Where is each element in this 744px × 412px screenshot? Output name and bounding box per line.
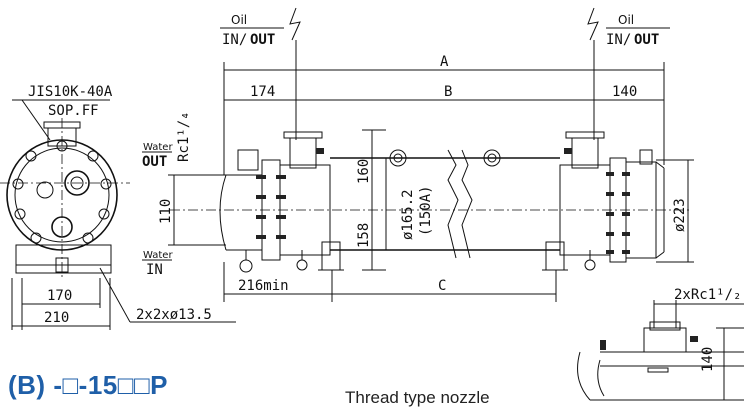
water-in-top: Water — [143, 250, 173, 261]
oil-right-top: Oil — [618, 13, 634, 27]
side-view — [170, 7, 690, 273]
dimension-lines — [168, 62, 694, 302]
dim-bolt-holes: 2x2xø13.5 — [136, 307, 212, 323]
dim-110: 110 — [158, 199, 174, 224]
water-out-top: Water — [143, 142, 173, 153]
oil-left-out: OUT — [250, 32, 275, 48]
water-out-bottom: OUT — [142, 154, 167, 170]
model-label: (B) -□-15□□P — [8, 370, 169, 400]
end-view: JIS10K-40A SOP.FF 170 210 2x2xø13.5 — [0, 84, 236, 330]
right-flange-bolts — [606, 172, 630, 254]
flange-spec-line2: SOP.FF — [48, 103, 99, 119]
nozzle-detail-view: 2xRc1¹/₂ 140 — [577, 287, 744, 401]
dim-158: 158 — [356, 223, 372, 248]
dim-160: 160 — [356, 159, 372, 184]
dim-A: A — [440, 54, 449, 70]
dim-216min: 216min — [238, 278, 289, 294]
dim-rc-left: Rc1¹/₄ — [176, 111, 192, 162]
oil-label-left: Oil IN/ OUT — [220, 13, 284, 48]
dim-170: 170 — [47, 288, 72, 304]
flange-spec-line1: JIS10K-40A — [28, 84, 113, 100]
oil-label-right: Oil IN/ OUT — [606, 13, 670, 48]
water-out-label: Water OUT — [142, 142, 173, 170]
dim-140-detail: 140 — [700, 347, 716, 372]
dim-150a: (150A) — [418, 185, 434, 236]
water-in-label: Water IN — [142, 250, 173, 278]
caption: Thread type nozzle — [345, 388, 490, 407]
oil-left-top: Oil — [231, 13, 247, 27]
dim-rc-right: 2xRc1¹/₂ — [674, 287, 741, 303]
dim-140: 140 — [612, 84, 637, 100]
dim-C: C — [438, 278, 446, 294]
water-in-bottom: IN — [146, 262, 163, 278]
oil-right-in: IN/ — [606, 32, 631, 48]
dim-165-2: ø165.2 — [400, 189, 416, 240]
left-flange-bolts — [256, 175, 286, 239]
dim-223: ø223 — [672, 198, 688, 232]
dim-174: 174 — [250, 84, 275, 100]
dim-B: B — [444, 84, 452, 100]
oil-left-in: IN/ — [222, 32, 247, 48]
oil-right-out: OUT — [634, 32, 659, 48]
dim-210: 210 — [44, 310, 69, 326]
